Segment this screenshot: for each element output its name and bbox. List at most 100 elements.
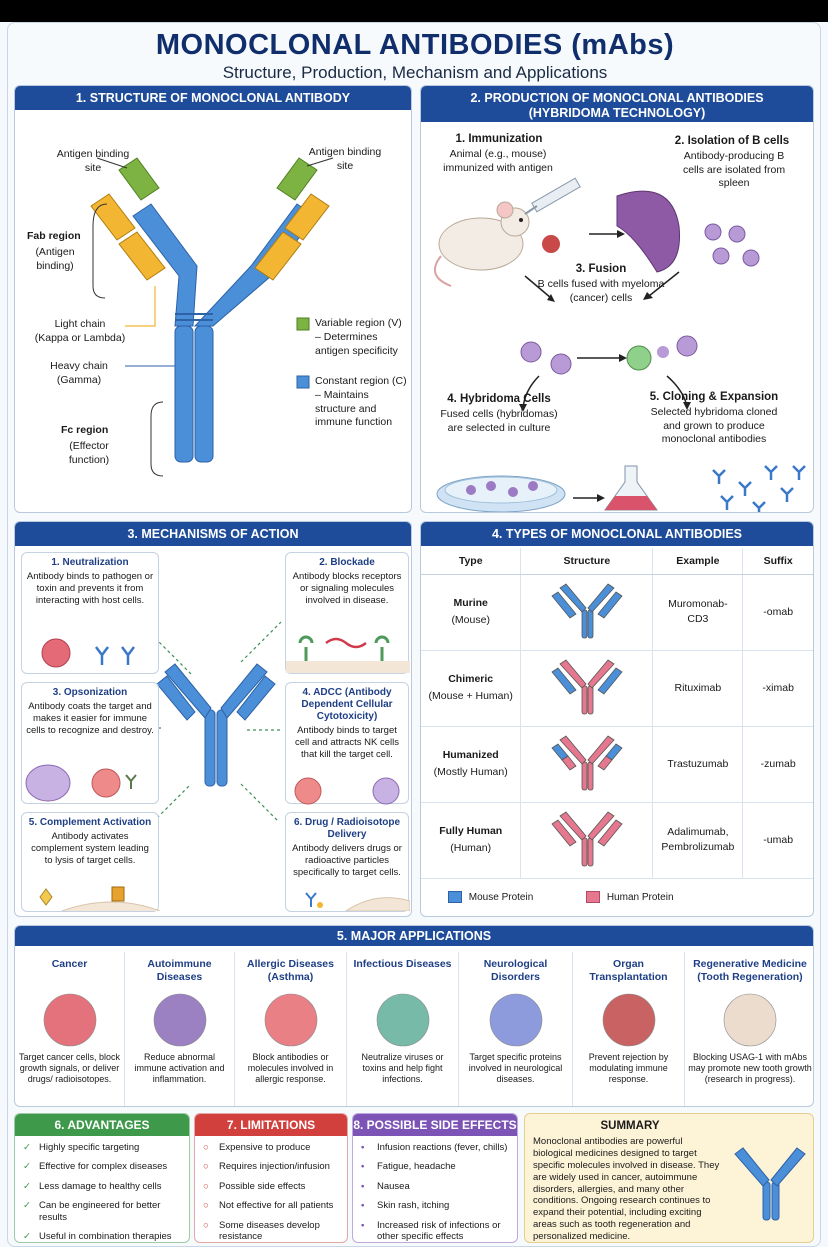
- mechanism-blockade-title: 2. Blockade: [319, 557, 375, 568]
- side_effects-item: • Fatigue, headache: [361, 1161, 509, 1172]
- advantages-heading: 6. ADVANTAGES: [15, 1114, 189, 1136]
- legend-human-label: Human Protein: [606, 891, 674, 903]
- suffix-cell: -umab: [742, 802, 813, 879]
- antibody-type-icon: [551, 735, 623, 791]
- blockade-illustration: [286, 635, 410, 673]
- antigen-site-left-label: Antigen binding site: [56, 148, 130, 174]
- step-isolation-desc: Antibody-producing B cells are isolated …: [682, 150, 786, 190]
- light-chain-label: Light chain: [54, 318, 106, 330]
- application-title: Infectious Diseases: [353, 958, 452, 970]
- limitations-item: ○Not effective for all patients: [203, 1200, 339, 1211]
- application-title: Regenerative Medicine (Tooth Regeneratio…: [693, 958, 807, 983]
- side_effects-bullet-icon: •: [361, 1161, 365, 1173]
- advantages-item-text: Can be engineered for better results: [39, 1200, 161, 1223]
- col-example: Example: [652, 548, 744, 575]
- application-desc: Reduce abnormal immune activation and in…: [134, 1052, 225, 1084]
- limitations-bullet-icon: ○: [203, 1200, 209, 1212]
- step-immunization-desc: Animal (e.g., mouse) immunized with anti…: [443, 148, 553, 174]
- step-isolation-title: 2. Isolation of B cells: [674, 135, 790, 147]
- mechanism-adcc-title: 4. ADCC (Antibody Dependent Cellular Cyt…: [301, 687, 393, 722]
- application-desc: Blocking USAG-1 with mAbs may promote ne…: [688, 1052, 812, 1084]
- advantages-bullet-icon: ✓: [23, 1230, 31, 1242]
- variable-region-desc: – Determines antigen specificity: [315, 331, 398, 357]
- limitations-item: ○ Possible side effects: [203, 1181, 339, 1192]
- legend-mouse-label: Mouse Protein: [468, 891, 534, 903]
- side_effects-item: •Increased risk of infections or other s…: [361, 1220, 509, 1242]
- type-name: Murine: [453, 597, 488, 610]
- mechanism-adcc: 4. ADCC (Antibody Dependent Cellular Cyt…: [285, 682, 409, 805]
- limitations-item: ○Some diseases develop resistance: [203, 1220, 339, 1242]
- limitations-item: ○Expensive to produce: [203, 1142, 339, 1153]
- production-heading: 2. PRODUCTION OF MONOCLONAL ANTIBODIES (…: [421, 86, 813, 122]
- types-row-4: Fully Human(Human)Adalimumab, Pembrolizu…: [421, 802, 813, 879]
- application-illustration: [723, 993, 777, 1047]
- fc-region-label: Fc region: [61, 424, 109, 436]
- advantages-item: ✓ Can be engineered for better results: [23, 1200, 181, 1223]
- application-title: Neurological Disorders: [483, 958, 548, 983]
- application-desc: Prevent rejection by modulating immune r…: [588, 1052, 669, 1084]
- limitations-bullet-icon: ○: [203, 1180, 209, 1192]
- application-illustration: [43, 993, 97, 1047]
- advantages-item: ✓Highly specific targeting: [23, 1142, 181, 1153]
- type-sub: (Mostly Human): [433, 766, 508, 778]
- mechanism-neutralization-title: 1. Neutralization: [51, 557, 129, 568]
- application-title: Cancer: [51, 958, 88, 970]
- type-sub: (Mouse + Human): [428, 690, 513, 702]
- advantages-bullet-icon: ✓: [23, 1161, 31, 1173]
- limitations-item-text: Possible side effects: [219, 1180, 306, 1192]
- types-panel: 4. TYPES OF MONOCLONAL ANTIBODIES Type S…: [420, 521, 814, 917]
- summary-heading: SUMMARY: [600, 1120, 660, 1132]
- types-table: Type Structure Example Suffix Murine (Mou…: [421, 548, 813, 879]
- hybridoma-process-diagram: [433, 177, 806, 512]
- application-illustration: [489, 993, 543, 1047]
- advantages-item-text: Less damage to healthy cells: [39, 1180, 162, 1192]
- side_effects-item: •Infusion reactions (fever, chills): [361, 1142, 509, 1153]
- constant-region-legend: Constant region (C): [315, 375, 407, 387]
- step-fusion-desc: B cells fused with myeloma (cancer) cell…: [537, 278, 665, 304]
- structure-cell: [520, 802, 654, 879]
- side-effects-list: •Infusion reactions (fever, chills) • Fati…: [353, 1136, 517, 1242]
- advantages-bullet-icon: ✓: [23, 1200, 31, 1212]
- type-sub: (Human): [450, 842, 492, 854]
- limitations-item-text: Requires injection/infusion: [219, 1161, 330, 1173]
- types-row-2: Chimeric(Mouse + Human)Rituximab-ximab: [421, 650, 813, 727]
- advantages-item-text: Useful in combination therapies: [39, 1230, 172, 1242]
- advantages-item-text: Highly specific targeting: [39, 1142, 140, 1153]
- side-effects-heading: 8. POSSIBLE SIDE EFFECTS: [353, 1114, 517, 1136]
- mechanism-complement-title: 5. Complement Activation: [28, 817, 152, 828]
- top-black-bar: [0, 0, 828, 22]
- limitations-item: ○Requires injection/infusion: [203, 1161, 339, 1172]
- limitations-list: ○Expensive to produce○Requires injection…: [195, 1136, 347, 1242]
- neutralization-illustration: [41, 638, 135, 668]
- opsonization-illustration: [25, 764, 137, 802]
- type-name: Humanized: [442, 749, 499, 762]
- fab-region-sub: (Antigen binding): [35, 246, 75, 272]
- mechanism-neutralization-desc: Antibody binds to pathogen or toxin and …: [26, 571, 154, 606]
- mechanism-opsonization-title: 3. Opsonization: [52, 687, 128, 698]
- types-table-header: Type Structure Example Suffix: [421, 548, 813, 575]
- advantages-item: ✓Less damage to healthy cells: [23, 1181, 181, 1192]
- heavy-chain-label: Heavy chain: [50, 360, 108, 372]
- central-antibody-diagram: [123, 621, 282, 823]
- variable-region-legend: Variable region (V): [315, 317, 402, 329]
- antibody-structure-diagram: [90, 157, 334, 477]
- complement-illustration: [39, 886, 160, 911]
- limitations-panel: 7. LIMITATIONS ○Expensive to produce○Req…: [194, 1113, 348, 1243]
- heavy-chain-sub: (Gamma): [56, 374, 102, 386]
- advantages-item-text: Effective for complex diseases: [39, 1161, 168, 1173]
- col-type: Type: [421, 548, 522, 575]
- antibody-type-icon: [551, 811, 623, 867]
- col-structure: Structure: [520, 548, 654, 575]
- side_effects-item-text: Fatigue, headache: [377, 1161, 456, 1173]
- light-chain-sub: (Kappa or Lambda): [34, 332, 126, 344]
- advantages-item: ✓ Effective for complex diseases: [23, 1161, 181, 1172]
- side-effects-panel: 8. POSSIBLE SIDE EFFECTS •Infusion react…: [352, 1113, 518, 1243]
- application-7: Regenerative Medicine (Tooth Regeneratio…: [685, 952, 813, 1106]
- summary-panel: SUMMARY Monoclonal antibodies are powerf…: [524, 1113, 814, 1243]
- application-title: Autoimmune Diseases: [147, 958, 212, 983]
- types-legend-row: Mouse Protein Human Protein: [448, 891, 748, 907]
